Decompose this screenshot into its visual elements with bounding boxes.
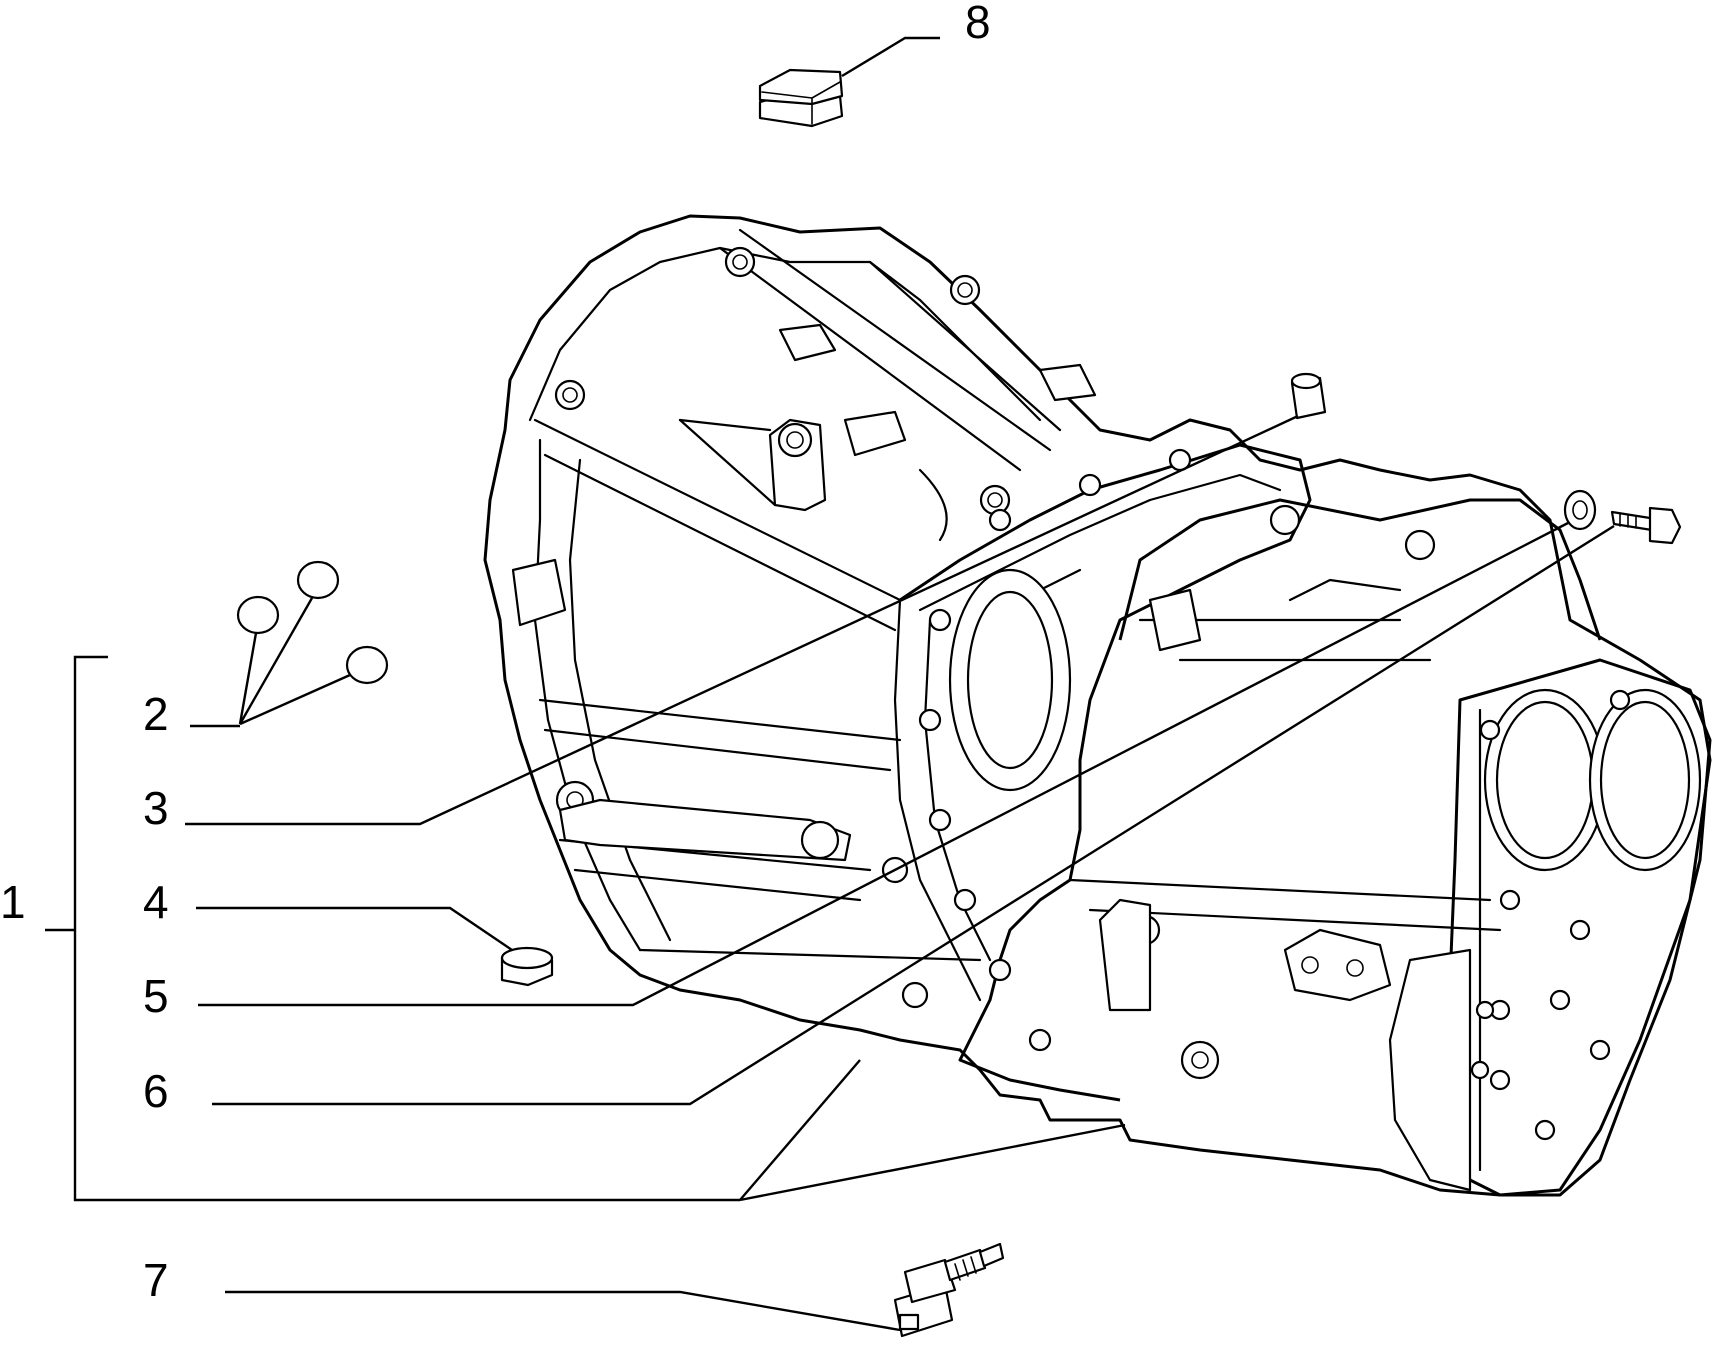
part-5-washer bbox=[198, 489, 1597, 1007]
gasket-flange bbox=[893, 443, 1312, 1102]
part-8-leader bbox=[841, 36, 940, 78]
callout-5: 5 bbox=[143, 970, 169, 1022]
part-1-bracket bbox=[45, 655, 1126, 1202]
part-3-dowel bbox=[185, 372, 1327, 826]
callout-2: 2 bbox=[143, 688, 169, 740]
rear-casing bbox=[1068, 498, 1712, 1197]
callout-7: 7 bbox=[143, 1254, 169, 1306]
part-6-bolt bbox=[212, 506, 1682, 1106]
callout-8: 8 bbox=[965, 0, 991, 48]
callout-6: 6 bbox=[143, 1065, 169, 1117]
callout-1: 1 bbox=[0, 876, 26, 928]
callout-4: 4 bbox=[143, 876, 169, 928]
part-4-cap bbox=[196, 906, 554, 987]
part-8-pad bbox=[758, 68, 844, 128]
transmission-housing bbox=[483, 214, 1712, 1197]
callout-3: 3 bbox=[143, 782, 169, 834]
part-2-plugs bbox=[190, 560, 389, 728]
part-7-sensor bbox=[225, 1242, 1005, 1338]
